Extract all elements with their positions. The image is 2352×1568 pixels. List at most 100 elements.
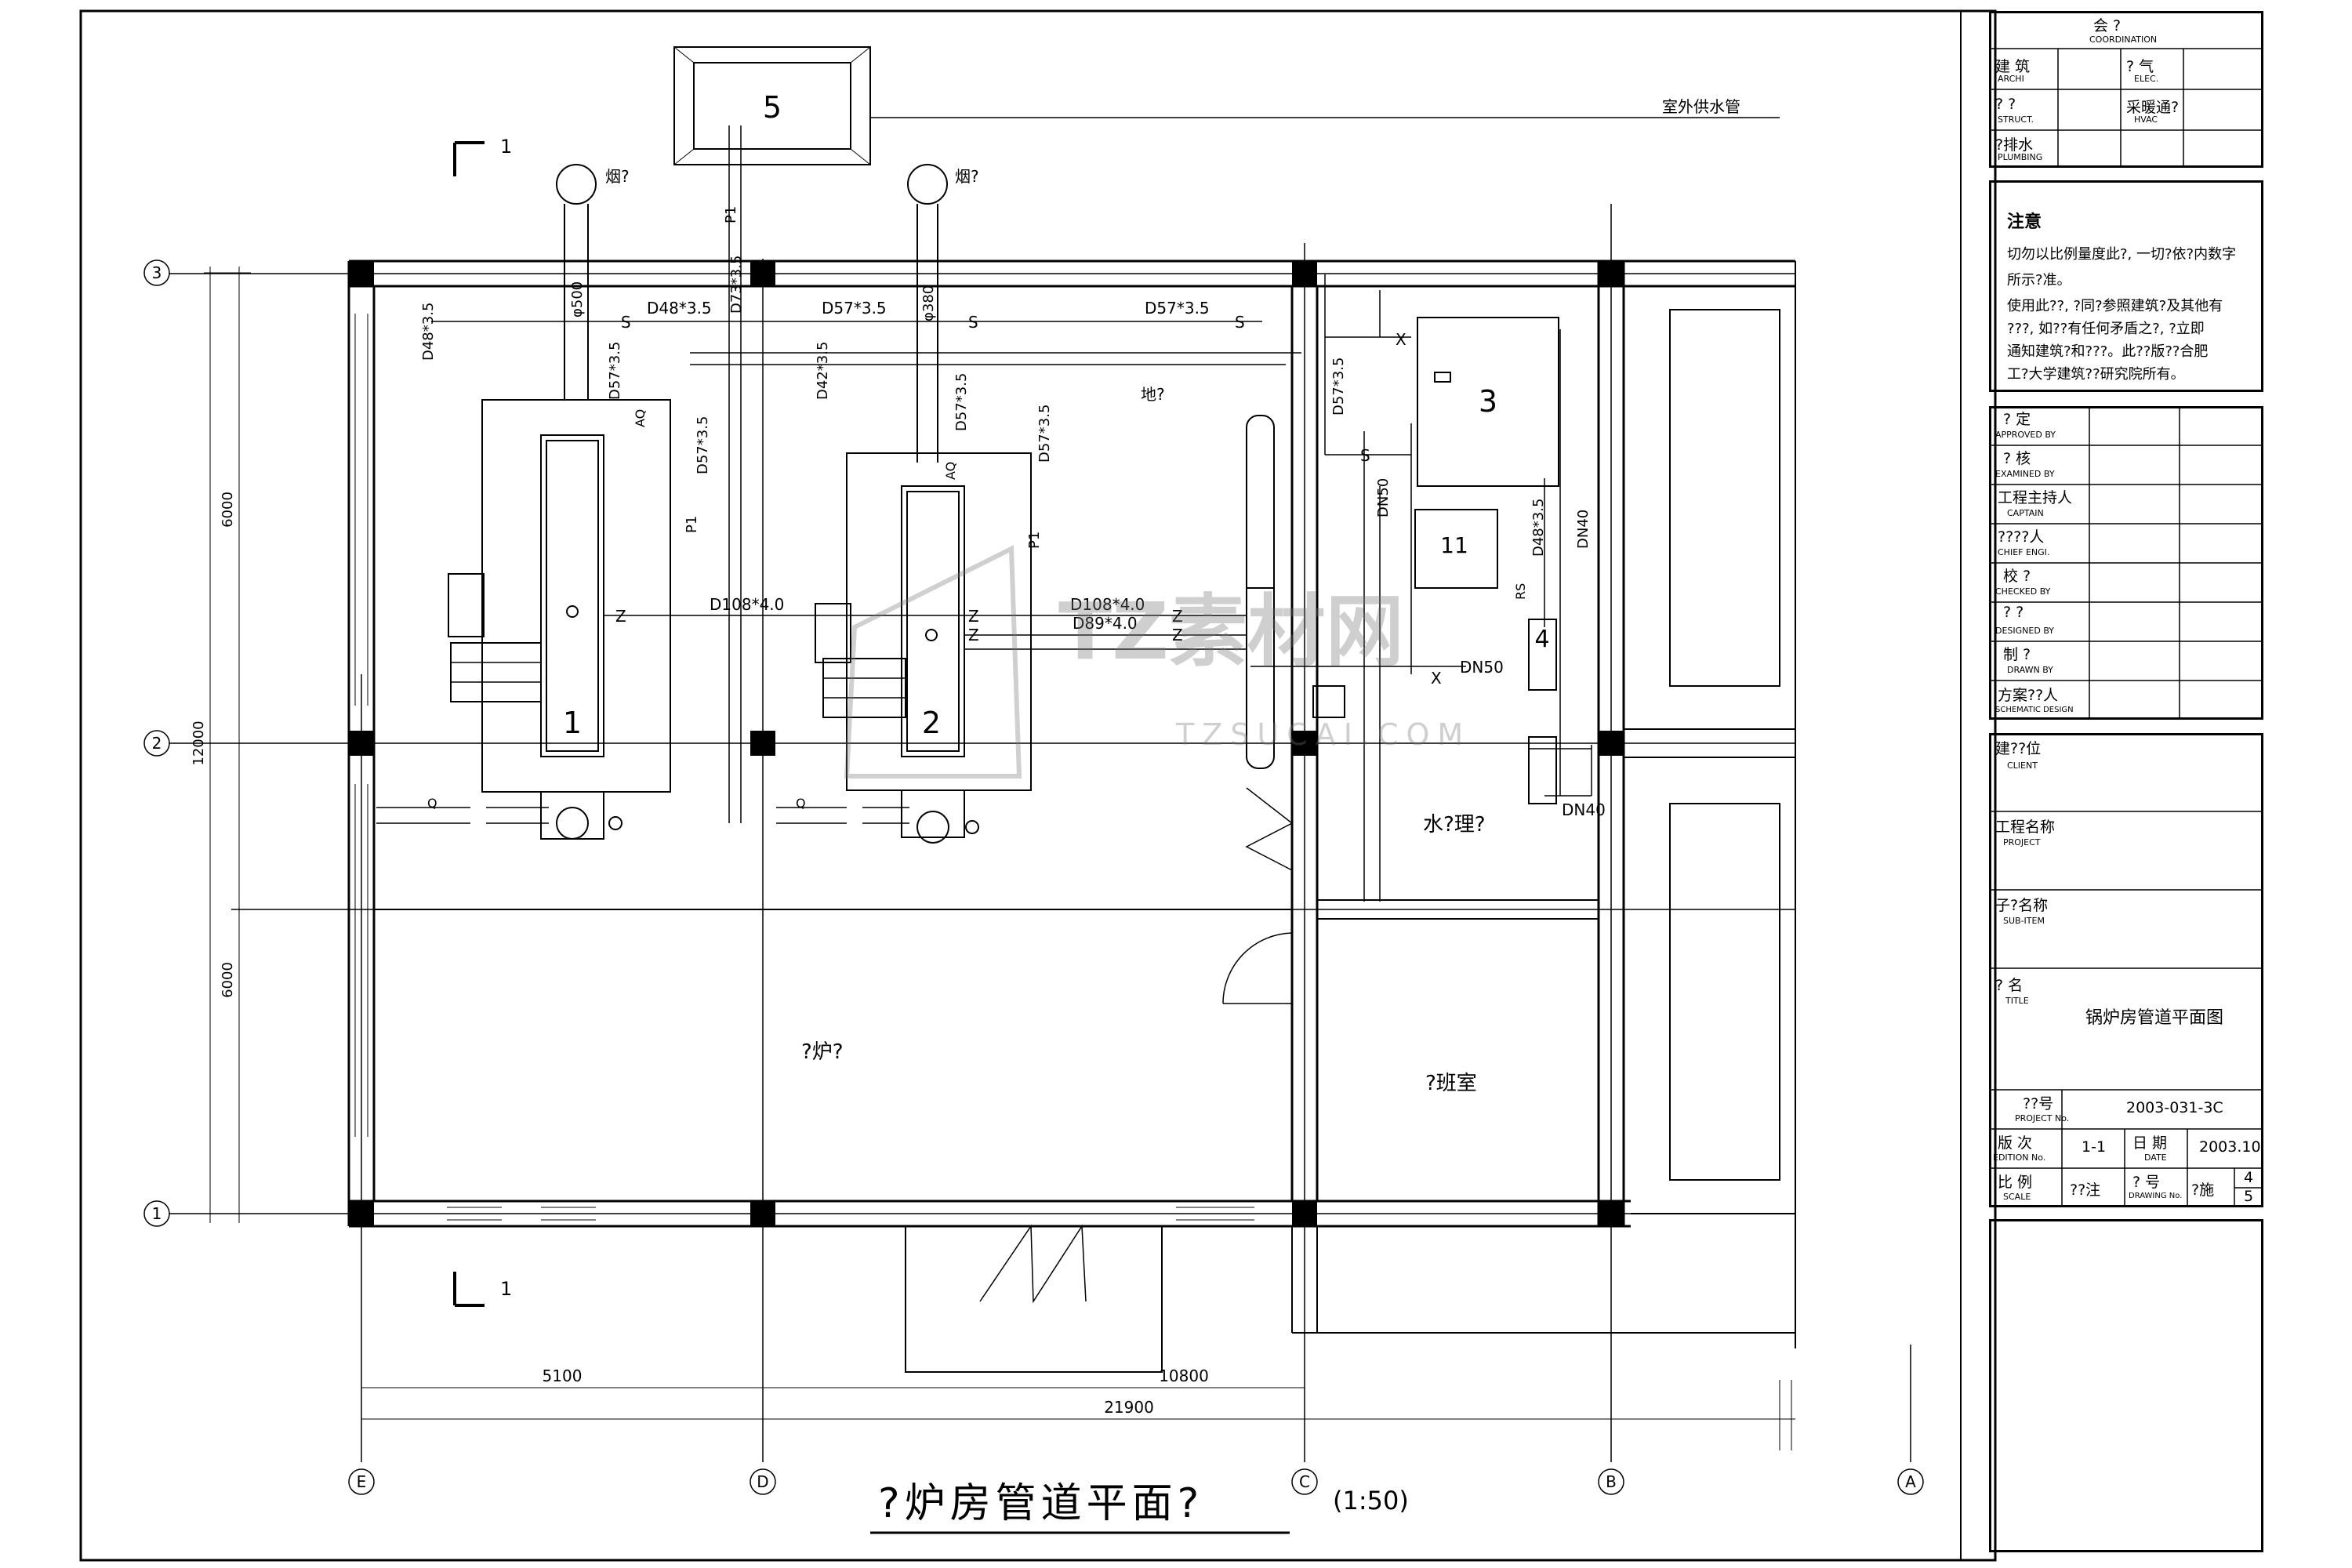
axis-col-d: D xyxy=(757,1472,768,1491)
date-label: 日 期 xyxy=(2132,1134,2168,1152)
approval-approved-en: APPROVED BY xyxy=(1995,430,2056,440)
approval-chief: ????人 xyxy=(1998,528,2045,546)
marker-s-d: S xyxy=(1360,446,1370,465)
scale-label-en: SCALE xyxy=(2003,1192,2031,1202)
projno-label: ??号 xyxy=(2023,1095,2054,1112)
approval-checked-en: CHECKED BY xyxy=(1995,586,2051,597)
axis-col-c: C xyxy=(1299,1472,1310,1491)
approval-checked: 校 ? xyxy=(2003,568,2031,585)
section-mark-bottom: 1 xyxy=(500,1278,512,1300)
edition-label: 版 次 xyxy=(1998,1134,2033,1152)
label-d57-a: D57*3.5 xyxy=(822,299,887,318)
marker-s-b: S xyxy=(968,313,978,332)
dim-6000-bot: 6000 xyxy=(220,962,236,998)
label-rs: RS xyxy=(1513,583,1528,600)
label-d57-b: D57*3.5 xyxy=(1145,299,1210,318)
label-d108-a: D108*4.0 xyxy=(710,595,784,614)
dim-5100: 5100 xyxy=(543,1367,583,1385)
axis-row-3: 3 xyxy=(152,263,162,282)
approval-drawn-en: DRAWN BY xyxy=(2007,665,2053,675)
section-mark-top: 1 xyxy=(500,136,512,158)
marker-z-e: Z xyxy=(1172,626,1183,644)
marker-q-a: Q xyxy=(427,796,437,811)
axis-row-1: 1 xyxy=(152,1204,162,1223)
label-d42: D42*3.5 xyxy=(815,342,831,400)
marker-s-c: S xyxy=(1235,313,1245,332)
label-p1-a: P1 xyxy=(723,206,739,223)
label-aq-a: AQ xyxy=(633,409,648,427)
approval-schematic-en: SCHEMATIC DESIGN xyxy=(1995,706,2074,714)
notes-line-3: 使用此??, ?同?参照建筑?及其他有 xyxy=(2007,298,2223,314)
label-d48-left: D48*3.5 xyxy=(420,303,437,361)
drawno-label: ? 号 xyxy=(2132,1174,2161,1191)
sheet-total: 5 xyxy=(2244,1188,2254,1205)
dim-6000-top: 6000 xyxy=(220,492,236,528)
axis-col-a: A xyxy=(1905,1472,1916,1491)
axis-col-e: E xyxy=(357,1472,367,1491)
coord-elec: ? 气 xyxy=(2126,58,2154,75)
edition-value: 1-1 xyxy=(2082,1138,2107,1156)
equip-3: 3 xyxy=(1479,384,1497,419)
label-smoke-2: 烟? xyxy=(955,167,979,186)
label-d57-c: D57*3.5 xyxy=(607,342,623,400)
approval-examined-en: EXAMINED BY xyxy=(1995,469,2055,479)
label-d48-top: D48*3.5 xyxy=(647,299,712,318)
edition-label-en: EDITION No. xyxy=(1993,1152,2046,1163)
notes-box xyxy=(1989,180,2263,392)
label-phi500: φ500 xyxy=(569,281,586,318)
label-ground: 地? xyxy=(1141,385,1165,404)
scale-label: 比 例 xyxy=(1998,1174,2033,1191)
coord-plumb-en: PLUMBING xyxy=(1998,152,2043,162)
label-d73: D73*3.5 xyxy=(728,256,745,314)
label-d57-f: D57*3.5 xyxy=(1036,405,1053,463)
marker-z-a: Z xyxy=(615,607,626,626)
drawno-label-en: DRAWING No. xyxy=(2129,1192,2183,1200)
label-p1-b: P1 xyxy=(684,516,700,533)
approval-schematic: 方案??人 xyxy=(1998,687,2059,704)
projno-label-en: PROJECT No. xyxy=(2015,1113,2070,1123)
project-box xyxy=(1989,733,2263,1207)
equip-1: 1 xyxy=(563,706,582,740)
title-label: ? 名 xyxy=(1995,977,2024,994)
marker-q-b: Q xyxy=(796,796,806,811)
coord-elec-en: ELEC. xyxy=(2134,74,2159,84)
drawing-scale: (1:50) xyxy=(1333,1486,1409,1515)
room-duty: ?班室 xyxy=(1425,1072,1477,1095)
title-value: 锅炉房管道平面图 xyxy=(2085,1008,2224,1028)
watermark-sub: TZSUCAI.COM xyxy=(1175,717,1471,752)
coord-archi: 建 筑 xyxy=(1995,58,2031,75)
coord-hvac: 采暖通? xyxy=(2126,99,2180,116)
watermark: TZ素材网 TZSUCAI.COM xyxy=(844,545,1471,779)
label-d57-g: D57*3.5 xyxy=(1330,358,1347,416)
room-water-treatment: 水?理? xyxy=(1423,813,1486,837)
coord-hvac-en: HVAC xyxy=(2134,114,2158,125)
equip-4: 4 xyxy=(1534,626,1549,653)
approval-approved: ? 定 xyxy=(2003,411,2031,428)
equip-2: 2 xyxy=(922,706,941,740)
equip-11: 11 xyxy=(1440,532,1468,558)
watermark-main: TZ素材网 xyxy=(1058,586,1404,677)
approval-designed: ? ? xyxy=(2003,604,2024,621)
marker-z-b: Z xyxy=(968,607,979,626)
marker-z-c: Z xyxy=(968,626,979,644)
label-p1-c: P1 xyxy=(1026,532,1043,549)
equip-5: 5 xyxy=(763,90,782,125)
coord-head: 会 ? xyxy=(2093,17,2122,34)
notes-line-4: ???, 如??有任何矛盾之?, ?立即 xyxy=(2007,321,2205,337)
marker-s-a: S xyxy=(621,313,631,332)
notes-line-2: 所示?准。 xyxy=(2007,272,2071,289)
projno-value: 2003-031-3C xyxy=(2126,1099,2223,1116)
drawno-value: ?施 xyxy=(2191,1181,2215,1199)
notes-line-6: 工?大学建筑??研究院所有。 xyxy=(2007,366,2185,383)
coord-struct: ? ? xyxy=(1995,96,2016,113)
approval-examined: ? 核 xyxy=(2003,450,2031,467)
label-dn40-a: DN40 xyxy=(1575,510,1592,549)
approval-captain-en: CAPTAIN xyxy=(2007,508,2044,518)
axis-col-b: B xyxy=(1606,1472,1617,1491)
subitem-label: 子?名称 xyxy=(1995,897,2049,914)
project-label: 工程名称 xyxy=(1995,818,2056,836)
date-label-en: DATE xyxy=(2144,1152,2167,1163)
marker-x-a: X xyxy=(1396,330,1406,349)
dim-10800: 10800 xyxy=(1159,1367,1209,1385)
date-value: 2003.10 xyxy=(2199,1138,2261,1156)
